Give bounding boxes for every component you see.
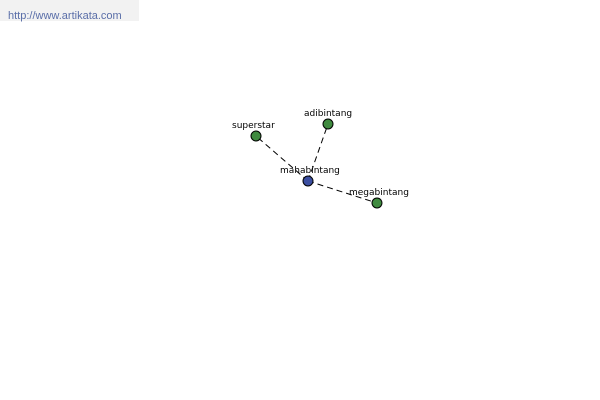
node-megabintang[interactable]: [371, 197, 383, 209]
source-link[interactable]: http://www.artikata.com: [8, 10, 122, 22]
node-label-megabintang: megabintang: [349, 188, 409, 198]
edge-center-megabintang: [307, 180, 378, 204]
source-banner: http://www.artikata.com: [0, 0, 139, 22]
node-adibintang[interactable]: [322, 118, 334, 130]
node-label-superstar: superstar: [232, 121, 275, 131]
node-label-adibintang: adibintang: [304, 109, 352, 119]
node-superstar[interactable]: [250, 130, 262, 142]
edge-center-adibintang: [307, 123, 329, 182]
edge-center-superstar: [255, 135, 309, 182]
node-label-center: mahabintang: [280, 166, 340, 176]
node-center[interactable]: [302, 175, 314, 187]
